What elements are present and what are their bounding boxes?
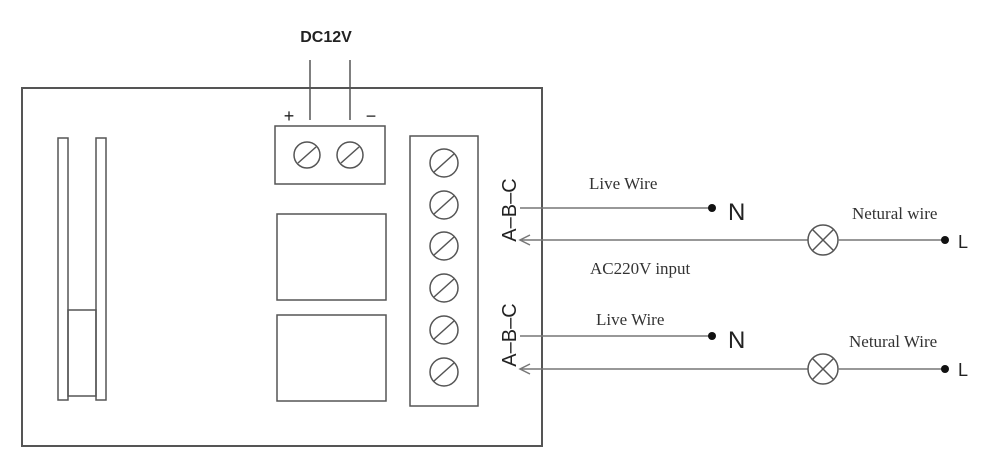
live-terminal-label-2: N (728, 327, 745, 354)
minus-sign: − (366, 106, 377, 126)
screw-icon (336, 141, 364, 169)
plus-sign: + (284, 106, 295, 126)
live-wire-label-2: Live Wire (596, 310, 664, 329)
ac-input-label: AC220V input (590, 259, 691, 278)
screw-icon (429, 231, 459, 261)
antenna-bar (57, 137, 107, 401)
live-terminal-label-1: N (728, 199, 745, 226)
terminal-label-1: A–B–C (499, 178, 521, 241)
lamp-icon (807, 353, 839, 385)
channel-2-wiring (518, 332, 949, 385)
relay-2 (276, 314, 387, 402)
screw-icon (429, 148, 459, 178)
neutral-wire-label-1: Netural wire (852, 204, 937, 223)
channel-1-wiring (518, 204, 949, 256)
live-terminal-dot (708, 204, 716, 212)
lamp-icon (807, 224, 839, 256)
neutral-terminal-label-2: L (958, 360, 968, 380)
neutral-terminal-label-1: L (958, 232, 968, 252)
neutral-wire-label-2: Netural Wire (849, 332, 937, 351)
screw-icon (429, 273, 459, 303)
relay-1 (276, 213, 387, 301)
dc-supply-leads (309, 60, 351, 120)
screw-icon (429, 190, 459, 220)
screw-icon (293, 141, 321, 169)
dc-supply-label: DC12V (300, 29, 352, 46)
module-board (21, 87, 543, 447)
dc-terminal-block (274, 125, 386, 185)
live-terminal-dot (708, 332, 716, 340)
terminal-label-2: A–B–C (499, 303, 521, 366)
live-wire-label-1: Live Wire (589, 174, 657, 193)
neutral-terminal-dot (941, 365, 949, 373)
screw-icon (429, 357, 459, 387)
screw-icon (429, 315, 459, 345)
neutral-terminal-dot (941, 236, 949, 244)
output-terminal-block (409, 135, 479, 407)
